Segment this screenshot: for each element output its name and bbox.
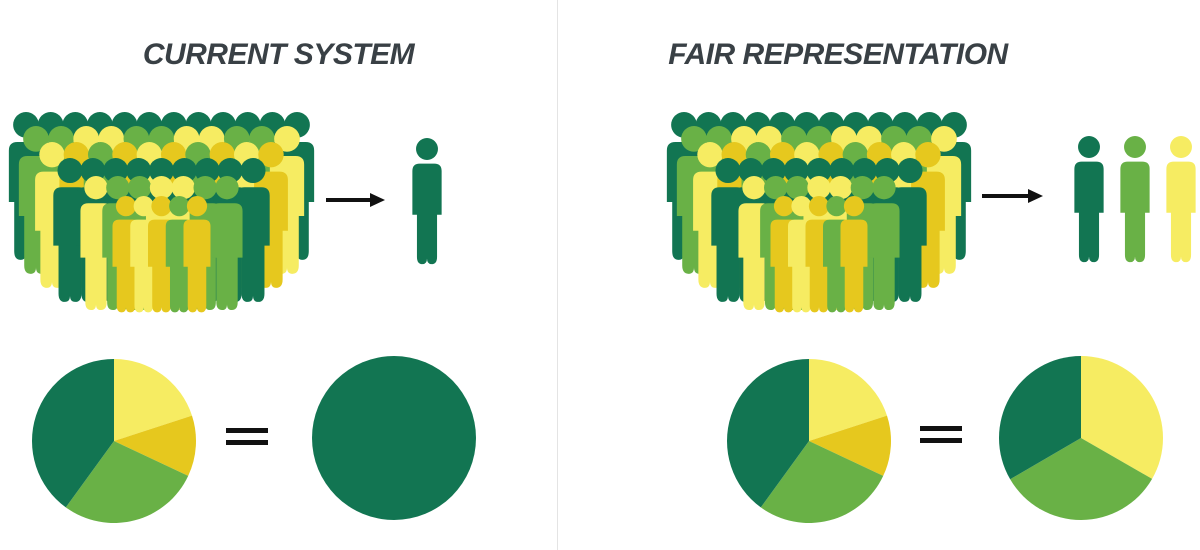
equals-sign-icon: [920, 426, 962, 443]
crowd-fair-representation: [666, 112, 972, 313]
title-fair-representation: FAIR REPRESENTATION: [668, 38, 1008, 71]
panel-fair-representation: FAIR REPRESENTATION: [558, 0, 1200, 550]
title-current-system: CURRENT SYSTEM: [142, 38, 415, 71]
person-icon: [1074, 136, 1104, 263]
pie-slice: [727, 358, 809, 508]
panel-current-system: CURRENT SYSTEM: [0, 0, 557, 550]
pie-fair-outcome: [999, 356, 1164, 520]
pie-slice: [1081, 356, 1164, 479]
outcome-people-fair-representation: [1074, 136, 1196, 263]
pie-slice: [809, 415, 891, 476]
pie-slice: [809, 359, 887, 441]
outcome-people-current-system: [412, 138, 442, 265]
pie-slice: [114, 359, 192, 441]
pie-slice: [114, 415, 196, 476]
pie-current-outcome: [312, 356, 476, 520]
arrow-right-icon: [326, 193, 385, 207]
pie-current-population: [31, 358, 196, 523]
person-icon: [1166, 136, 1196, 263]
panel-divider: [557, 0, 558, 550]
pie-slice: [999, 356, 1081, 480]
crowd-current-system: [8, 112, 315, 313]
arrow-right-icon: [982, 189, 1043, 203]
pie-slice: [760, 441, 884, 523]
person-icon: [412, 138, 442, 265]
pie-slice: [1010, 438, 1153, 520]
pie-slice: [31, 358, 115, 508]
pie-fair-population: [727, 358, 891, 523]
pie-slice: [312, 356, 476, 520]
person-icon: [1120, 136, 1150, 263]
equals-sign-icon: [226, 428, 268, 445]
pie-slice: [65, 441, 189, 523]
